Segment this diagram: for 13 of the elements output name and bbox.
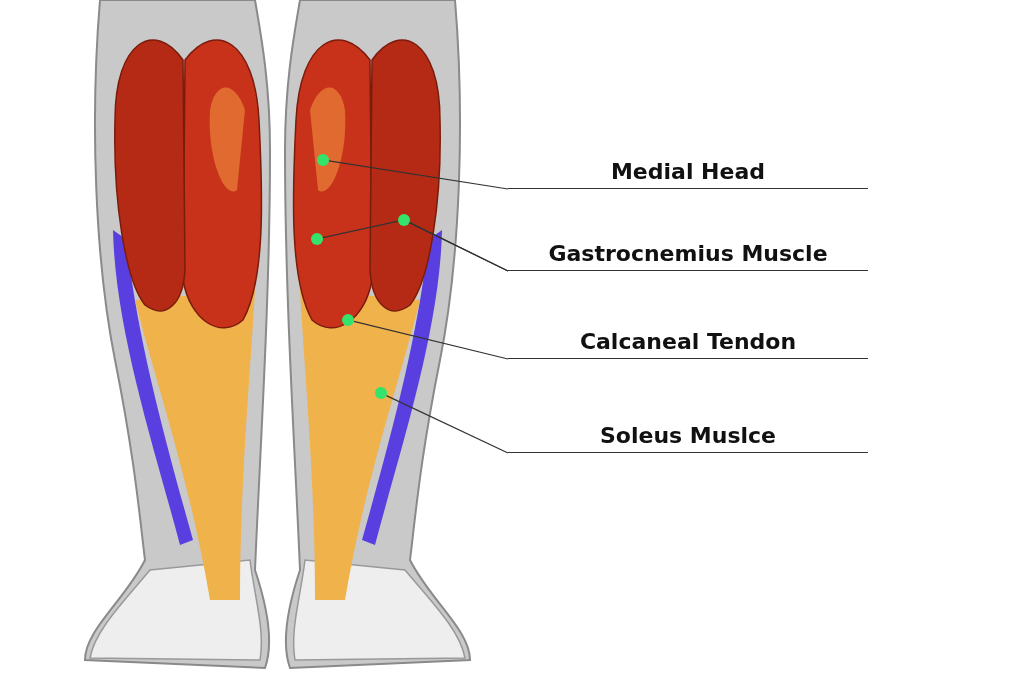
leader-line (353, 320, 509, 360)
marker-dot (398, 214, 410, 226)
part-label: Medial Head (508, 158, 868, 189)
marker-dot (342, 314, 354, 326)
part-label: Calcaneal Tendon (508, 328, 868, 359)
leader-line (322, 219, 509, 272)
leader-line (385, 395, 509, 454)
leader-line (328, 160, 509, 190)
marker-dot (317, 154, 329, 166)
marker-dot (375, 387, 387, 399)
marker-dot (311, 233, 323, 245)
part-label: Gastrocnemius Muscle (508, 240, 868, 271)
part-label: Soleus Muslce (508, 422, 868, 453)
